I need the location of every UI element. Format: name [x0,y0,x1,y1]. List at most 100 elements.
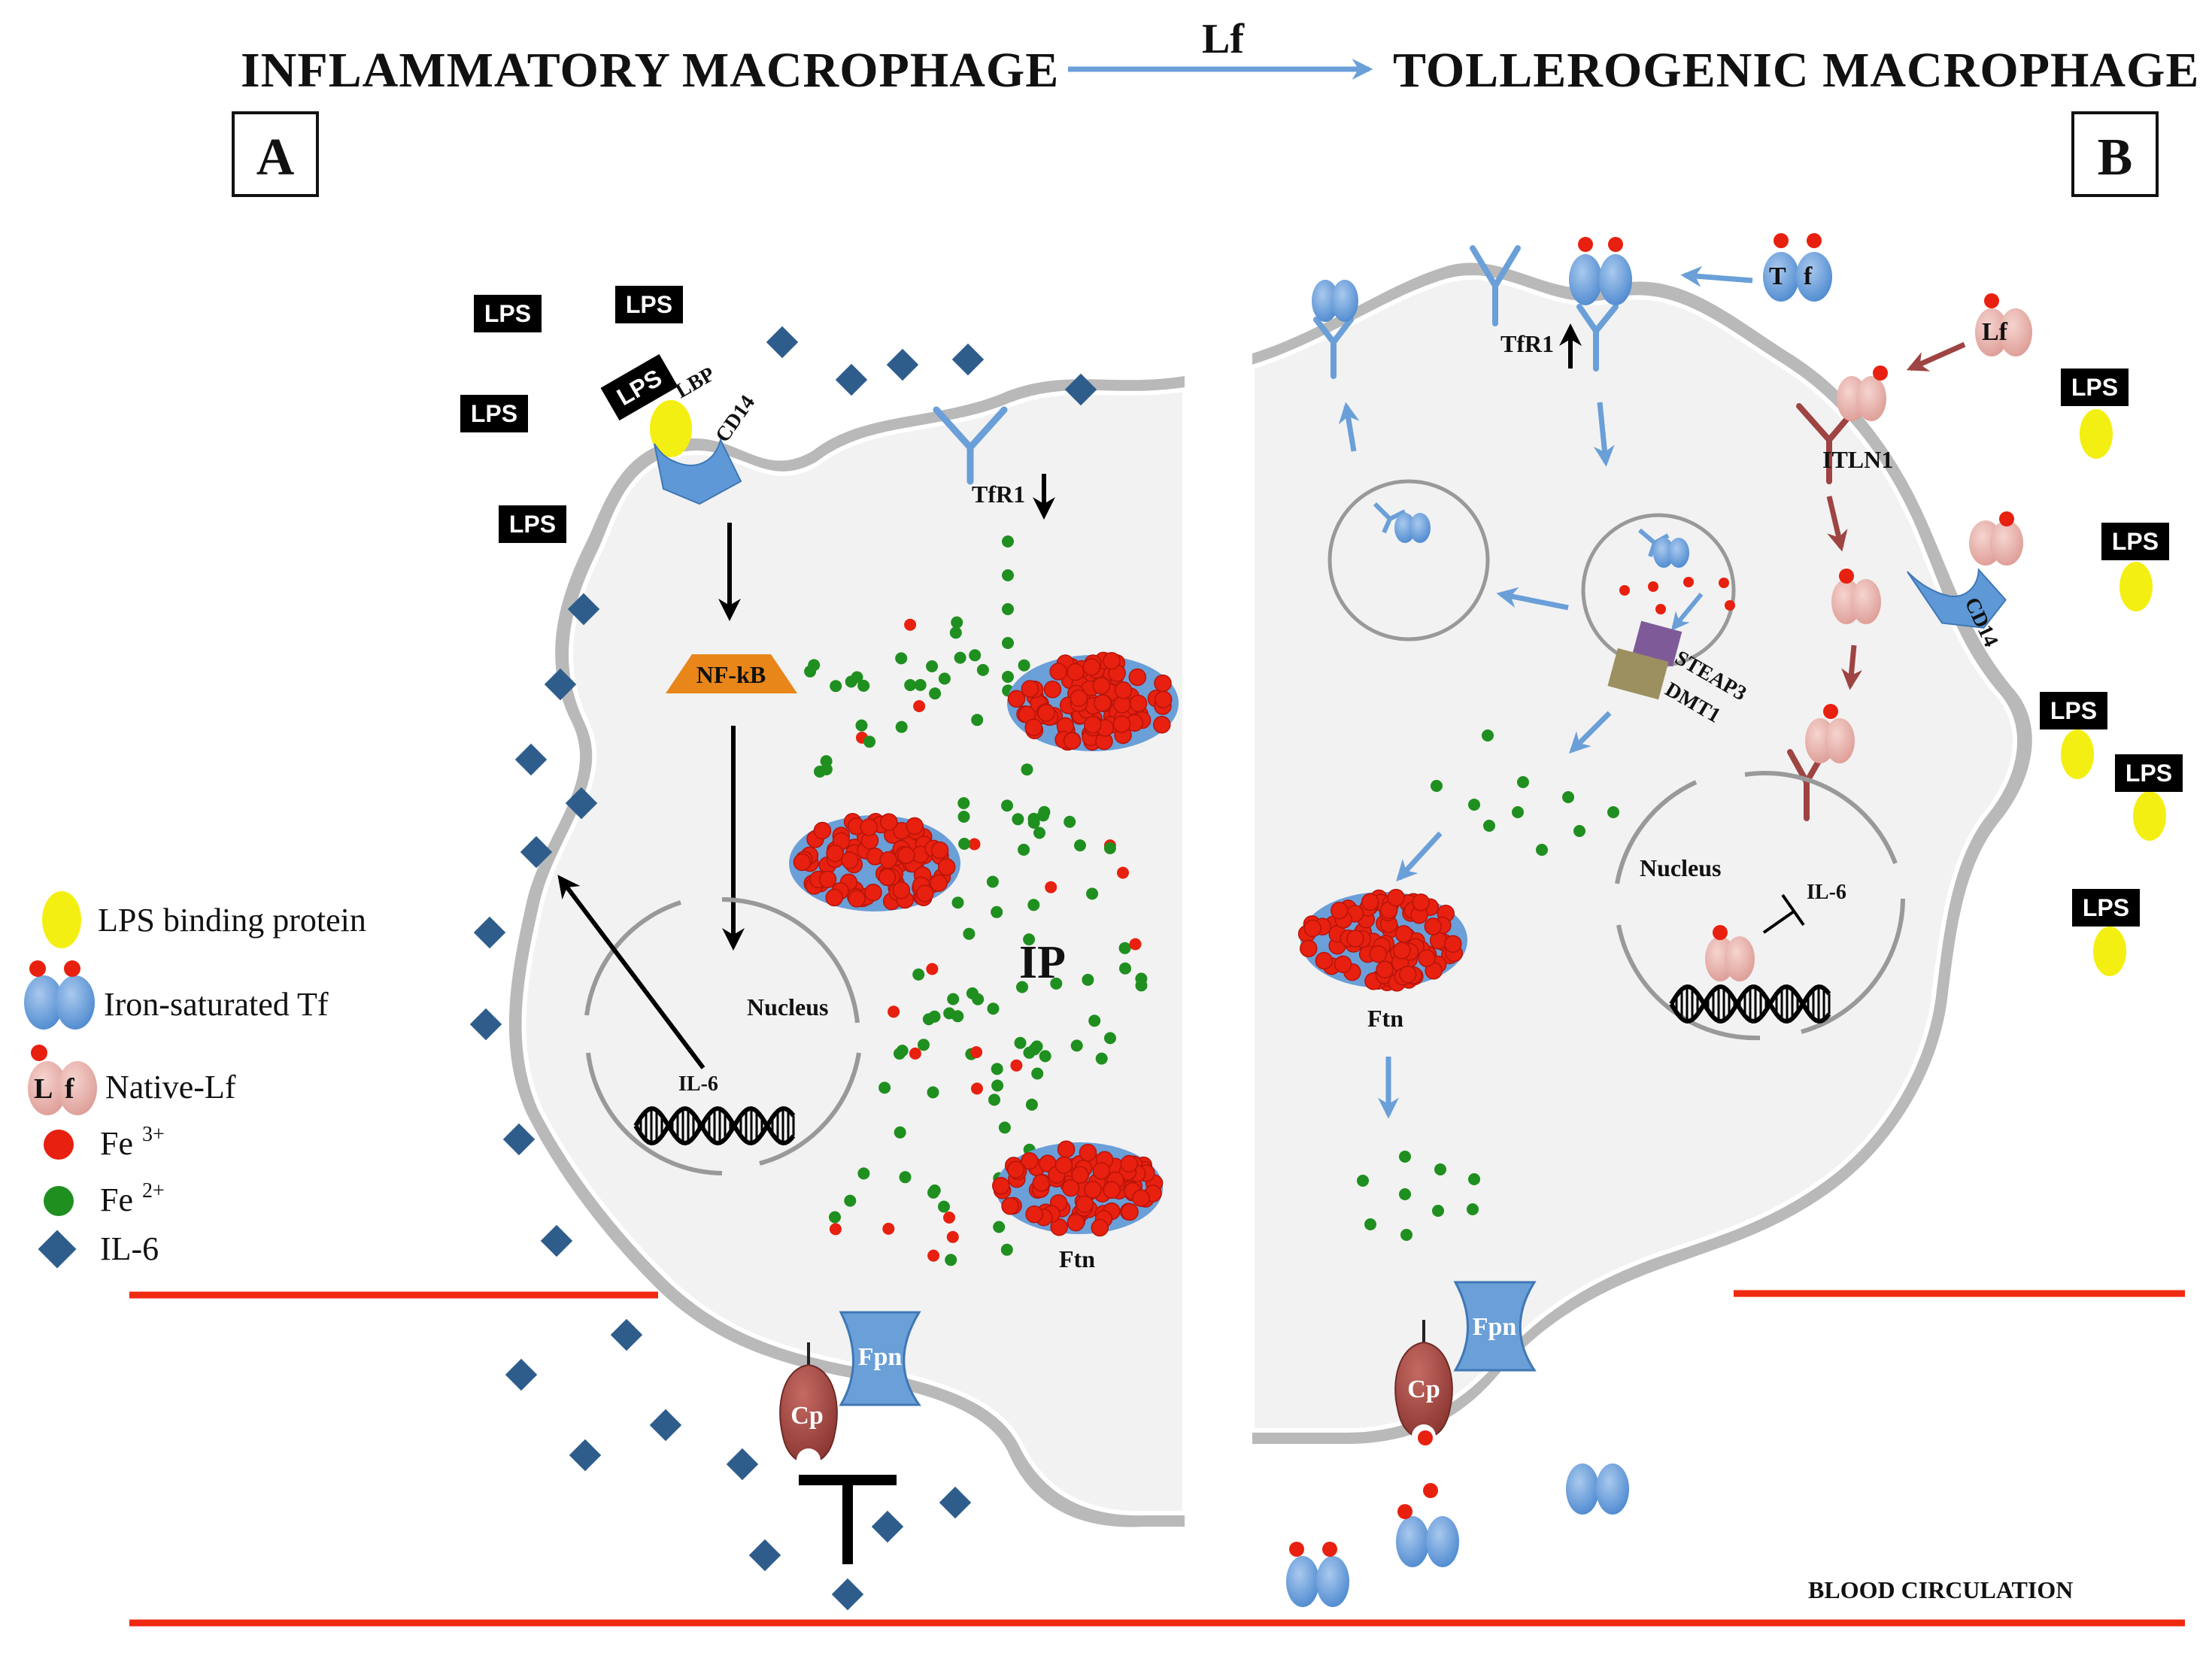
fe2-ion [1002,569,1014,581]
dna-strand [633,1106,796,1146]
legend-lbp-text: LPS binding protein [98,902,366,939]
fe2-ion [878,1081,891,1094]
ferritin-iron [1300,939,1318,957]
ferritin-iron [1315,951,1334,970]
fe2-ion [1103,842,1116,854]
il6-diamond [610,1318,643,1351]
cp-label-a: Cp [790,1402,823,1430]
fe3-ion [904,618,917,631]
fe2-ion [922,1013,935,1026]
ferritin-iron [1025,1205,1043,1224]
itln1-label: ITLN1 [1822,446,1893,473]
fe2-ion [1536,844,1548,856]
il6-diamond [569,1439,602,1472]
ferritin-iron [841,851,859,869]
fe2-ion [1021,763,1033,776]
cp-label-b: Cp [1407,1375,1440,1403]
svg-text:LPS: LPS [471,400,517,427]
nfkb-factor [666,654,797,693]
fe2-ion [896,1045,909,1057]
il6-diamond [540,1224,573,1257]
lbp-label: LBP [672,362,719,403]
fe3-ion [1619,585,1630,596]
endosome-receptor-left [1373,502,1431,543]
fe3-ion [1725,600,1735,611]
fe2-ion [1037,809,1049,822]
ferritin-iron [1154,674,1172,693]
ferritin-iron [992,1177,1010,1195]
il6-diamond [939,1486,972,1519]
tollerogenic-macrophage-cell [1252,262,2032,1444]
fe2-ion [945,1254,957,1266]
ceruloplasmin-a [779,1342,838,1473]
fe2-ion [966,987,979,999]
ferritin-iron [1094,694,1112,712]
ferritin-iron [1153,715,1171,734]
fe2-ion [1482,729,1494,742]
legend-lf-text: Native-Lf [105,1069,236,1106]
ferritin-iron [1092,1162,1111,1180]
lf-label-b: Lf [1982,318,2008,346]
ferritin-iron [1112,715,1131,733]
ferritin-iron [1376,960,1394,978]
lf-free-b [1975,293,2032,356]
arrow-recycle-to-membrane [1338,402,1360,452]
fe2-ion [851,671,863,684]
fe2-ion [857,1167,870,1180]
tfr1-recycled-b [1312,280,1358,379]
fe2-ion [1002,637,1014,649]
ftn-label-a: Ftn [1059,1245,1095,1272]
ferritin-iron [818,870,837,889]
fe2-ion [829,1211,841,1224]
nfkb-label: NF-kB [696,661,766,688]
ceruloplasmin-b [1394,1320,1453,1448]
ferritin-iron [1084,715,1102,734]
inhibition-symbol-a [799,1475,897,1564]
fe2-ion [969,649,982,662]
fe2-ion [1399,1151,1411,1163]
fe2-ion [993,1221,1006,1233]
fe2-ion [954,651,966,664]
lps-lbp-b4: LPS [2115,754,2183,841]
lps-lbp-b2: LPS [2101,523,2169,611]
arrow-lf-to-nucleus [1841,645,1863,690]
fe2-ion [1012,813,1024,826]
fe2-ion [863,735,876,748]
fe2-ion [938,672,951,685]
legend-tf-swatch [24,960,95,1030]
ferritin-iron [916,884,934,902]
fe3-ion [1129,938,1142,951]
tfr1-receptor-b-left [1470,245,1521,326]
fe2-ion [894,1126,906,1139]
fe2-ion [963,927,976,940]
legend-lf-f: f [65,1073,75,1105]
fe2-ion [1025,1098,1038,1111]
dna-helix-b [1669,984,1831,1024]
legend-il6-text: IL-6 [100,1230,159,1267]
svg-text:LPS: LPS [2071,374,2118,401]
fe3-ion [926,963,939,975]
arrow-endosome-to-recycle [1496,587,1569,611]
nucleus-a [584,897,861,1175]
fe2-ion [1031,1067,1044,1080]
tf-free-top [1763,233,1832,302]
fe2-ion [1018,659,1030,672]
lps-lbp-b5: LPS [2072,889,2140,976]
fe2-ion [991,1079,1004,1092]
ferritin-iron [1076,1195,1094,1213]
fe2-ion [957,797,970,809]
ferritin-iron [864,883,882,902]
fe2-ion [927,1186,939,1199]
fe2-ion [1400,1229,1412,1241]
ferritin-cluster-a3 [992,1140,1164,1237]
fe2-ion [1118,942,1131,954]
ferritin-iron [1369,945,1388,963]
ferritin-iron [1346,930,1364,948]
il6-diamond [1064,373,1097,406]
ferritin-iron [1303,919,1321,938]
ferritin-iron [1114,681,1133,699]
ferritin-iron [1103,1181,1121,1200]
il6-diamond [514,743,548,776]
arrow-fe-to-steap3 [1670,593,1704,631]
